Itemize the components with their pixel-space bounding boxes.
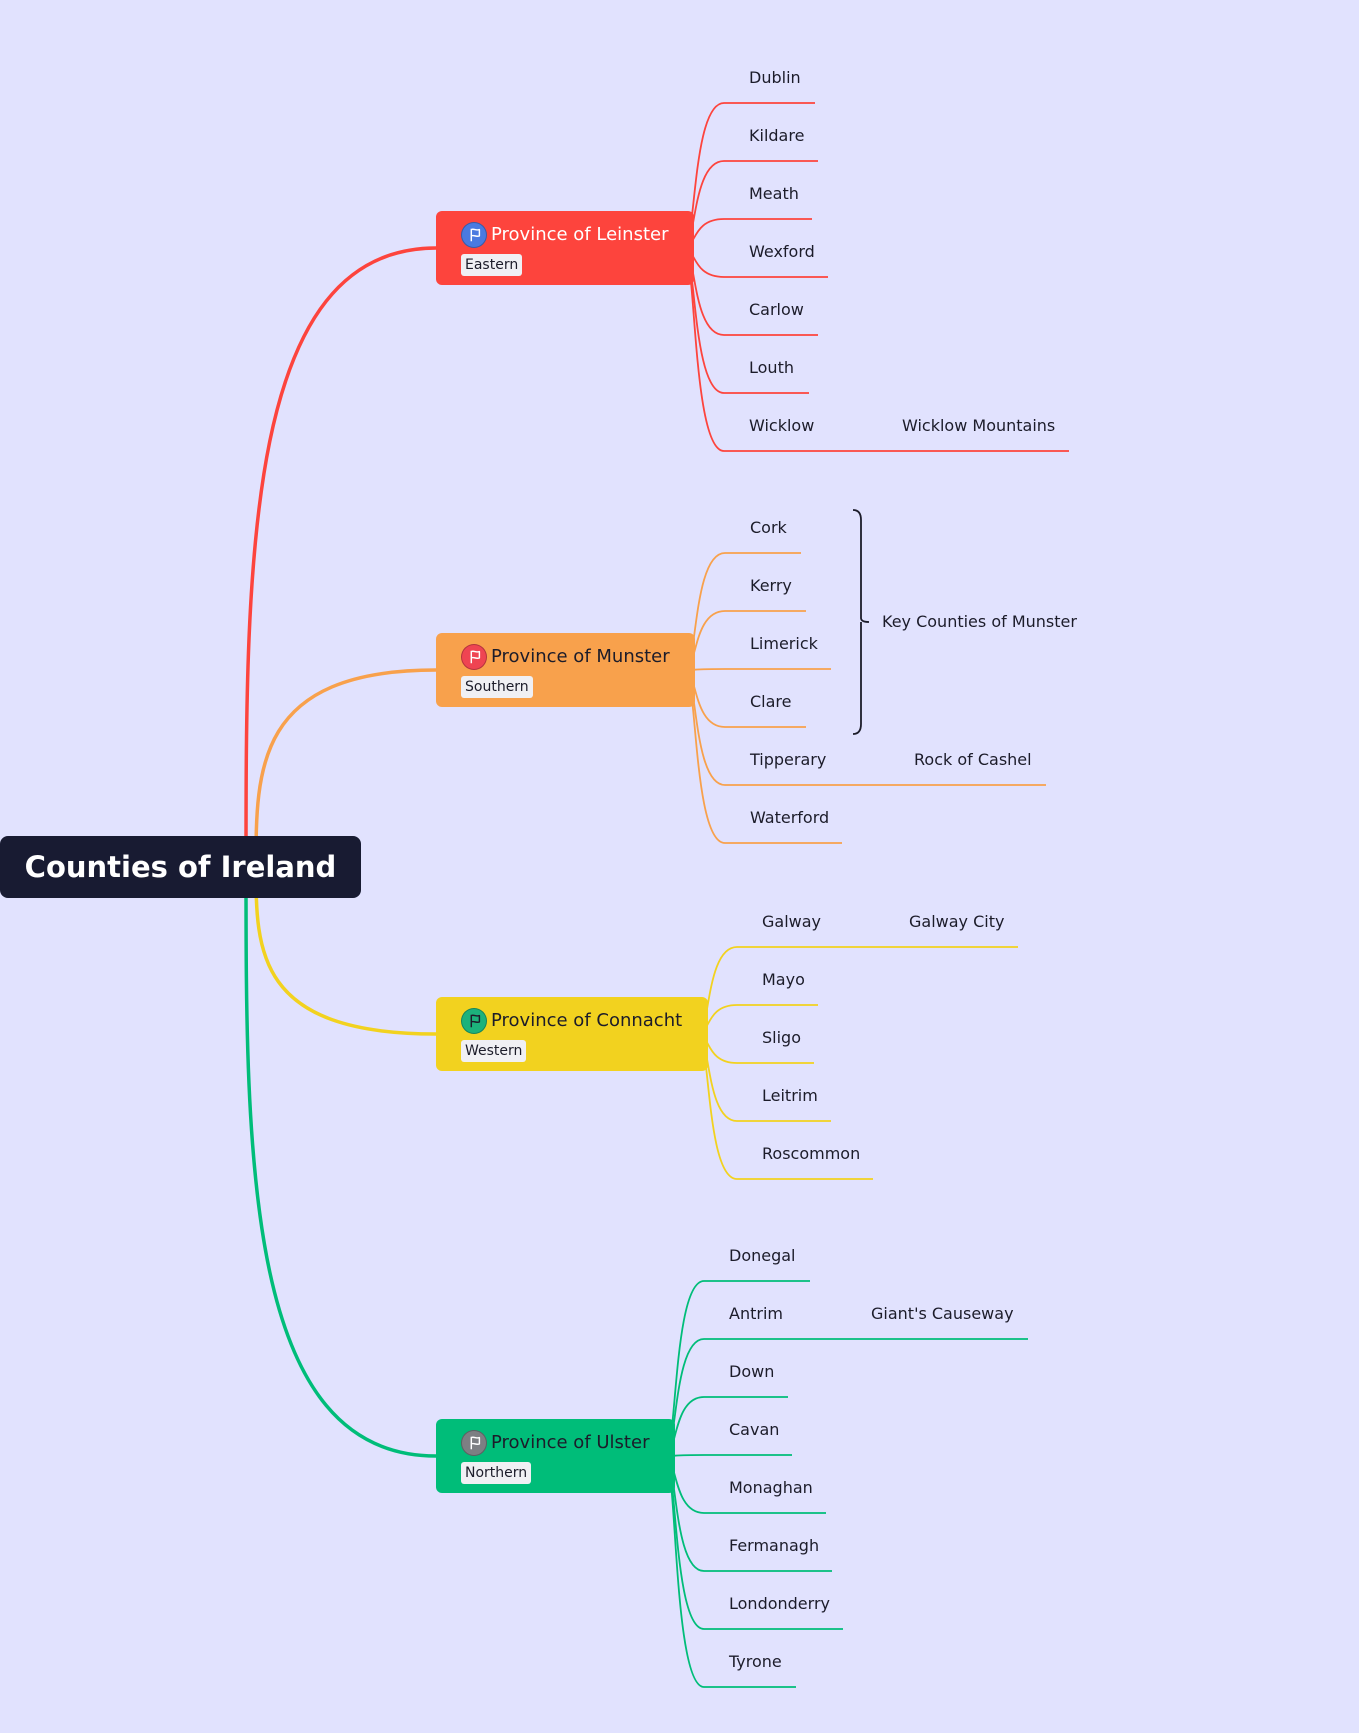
county-node[interactable]: Galway [762,912,822,931]
province-name: Province of Leinster [491,224,669,245]
county-node[interactable]: Meath [749,184,799,203]
flag-icon [461,1430,487,1456]
county-connector [684,668,831,671]
province-node-3[interactable]: Province of Connacht Western [436,997,708,1071]
branch-1 [244,246,437,868]
province-name: Province of Munster [491,646,670,667]
province-name: Province of Ulster [491,1432,650,1453]
branch-2 [254,668,437,868]
summary-bracket [852,509,870,735]
province-tag: Eastern [461,254,523,276]
county-node[interactable]: Cavan [729,1420,780,1439]
county-node[interactable]: Donegal [729,1246,796,1265]
county-node[interactable]: Roscommon [762,1144,861,1163]
flag-icon [461,222,487,248]
county-node[interactable]: Wexford [749,242,815,261]
county-node[interactable]: Carlow [749,300,804,319]
county-connector [697,946,1018,1035]
province-header: Province of Connacht [461,1008,708,1034]
county-connector [683,160,818,249]
county-node[interactable]: Tipperary [750,750,827,769]
county-node[interactable]: Kildare [749,126,805,145]
county-node[interactable]: Louth [749,358,794,377]
county-note-node[interactable]: Giant's Causeway [871,1304,1014,1323]
county-node[interactable]: Tyrone [729,1652,782,1671]
province-tag: Southern [461,676,533,698]
county-node[interactable]: Monaghan [729,1478,813,1497]
county-note-node[interactable]: Rock of Cashel [914,750,1032,769]
county-node[interactable]: Leitrim [762,1086,818,1105]
flag-icon [461,644,487,670]
county-node[interactable]: Down [729,1362,775,1381]
province-node-4[interactable]: Province of Ulster Northern [436,1419,675,1493]
province-node-2[interactable]: Province of Munster Southern [436,633,695,707]
county-node[interactable]: Kerry [750,576,792,595]
county-note-node[interactable]: Galway City [909,912,1005,931]
root-node[interactable]: Counties of Ireland [0,836,361,898]
province-header: Province of Munster [461,644,695,670]
county-node[interactable]: Fermanagh [729,1536,820,1555]
root-title: Counties of Ireland [24,850,337,884]
county-node[interactable]: Dublin [749,68,801,87]
province-name: Province of Connacht [491,1010,683,1031]
flag-icon [461,1008,487,1034]
province-node-1[interactable]: Province of Leinster Eastern [436,211,694,285]
county-node[interactable]: Clare [750,692,792,711]
county-connector [664,1454,792,1457]
county-node[interactable]: Limerick [750,634,818,653]
province-header: Province of Ulster [461,1430,675,1456]
county-node[interactable]: Waterford [750,808,830,827]
branch-3 [254,866,437,1036]
county-node[interactable]: Cork [750,518,787,537]
county-node[interactable]: Sligo [762,1028,801,1047]
province-tag: Northern [461,1462,532,1484]
summary-label[interactable]: Key Counties of Munster [882,612,1077,631]
county-node[interactable]: Wicklow [749,416,815,435]
county-node[interactable]: Mayo [762,970,805,989]
province-header: Province of Leinster [461,222,694,248]
county-node[interactable]: Londonderry [729,1594,830,1613]
county-node[interactable]: Antrim [729,1304,783,1323]
branch-4 [244,866,437,1458]
county-note-node[interactable]: Wicklow Mountains [902,416,1056,435]
province-tag: Western [461,1040,527,1062]
